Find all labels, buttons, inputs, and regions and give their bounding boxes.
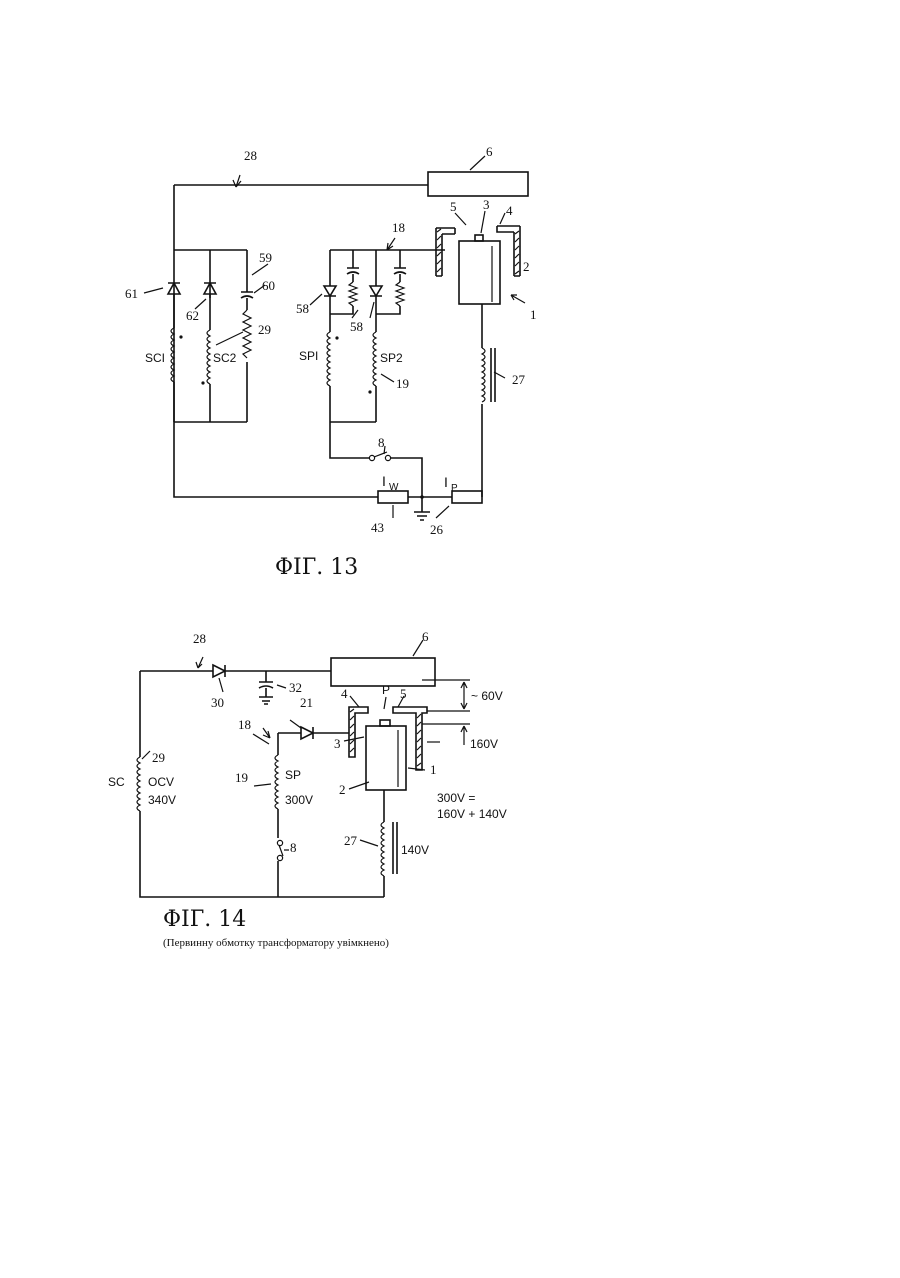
ref-8-fig14: 8 xyxy=(290,840,297,855)
power-source-box-6-fig14 xyxy=(331,658,435,686)
ref-30: 30 xyxy=(211,695,224,710)
figure-14-caption: ΦIГ. 14 xyxy=(163,907,246,932)
label-60v: ~ 60V xyxy=(471,689,503,703)
switch-8-fig14 xyxy=(277,840,282,845)
ref-58b: 58 xyxy=(350,319,363,334)
label-300v: 300V xyxy=(285,793,313,807)
label-iw: I xyxy=(382,473,386,489)
ref-62: 62 xyxy=(186,308,199,323)
ref-2-fig14: 2 xyxy=(339,782,346,797)
label-ip-sub: P xyxy=(451,483,458,494)
coil-sc2 xyxy=(207,330,210,384)
ref-26: 26 xyxy=(430,522,444,537)
label-equation-2: 160V + 140V xyxy=(437,807,507,821)
ref-61: 61 xyxy=(125,286,138,301)
capacitor-32 xyxy=(259,671,273,704)
arrow-28-fig14 xyxy=(196,657,203,668)
figure-13-caption: ΦIГ. 13 xyxy=(275,555,358,580)
label-340v: 340V xyxy=(148,793,176,807)
ref-59: 59 xyxy=(259,250,272,265)
ref-27: 27 xyxy=(512,372,526,387)
label-sc1: SCI xyxy=(145,351,165,365)
capacitor-58a xyxy=(347,250,359,282)
tip-3-fig14 xyxy=(380,720,390,726)
ref-21: 21 xyxy=(300,695,313,710)
figure-14: 28 6 30 32 4 P 5 21 18 3 29 1 19 2 8 27 … xyxy=(108,629,507,949)
label-equation-1: 300V = xyxy=(437,791,475,805)
ref-6-fig14: 6 xyxy=(422,629,429,644)
arrow-18-fig14 xyxy=(263,728,270,738)
coil-sc xyxy=(137,757,140,811)
ref-1: 1 xyxy=(530,307,537,322)
label-sc: SC xyxy=(108,775,125,789)
dim-60v xyxy=(461,682,467,709)
diode-58a xyxy=(324,286,336,296)
switch-8 xyxy=(369,455,374,460)
label-ip: I xyxy=(444,474,448,490)
resistor-59 xyxy=(243,310,251,358)
ref-4: 4 xyxy=(506,203,513,218)
ref-19-fig14: 19 xyxy=(235,770,248,785)
ref-19: 19 xyxy=(396,376,409,391)
capacitor-60 xyxy=(241,292,253,298)
label-sp: SP xyxy=(285,768,301,782)
ref-58a: 58 xyxy=(296,301,309,316)
figure-14-subcaption: (Первинну обмотку трансформатору увімкне… xyxy=(163,937,389,949)
ref-1-fig14: 1 xyxy=(430,762,437,777)
ref-2: 2 xyxy=(523,259,530,274)
coil-sp xyxy=(275,755,278,809)
ref-5: 5 xyxy=(450,199,457,214)
ref-27-fig14: 27 xyxy=(344,833,358,848)
ref-43: 43 xyxy=(371,520,384,535)
ref-3-fig14: 3 xyxy=(334,736,341,751)
label-140v: 140V xyxy=(401,843,429,857)
ref-18: 18 xyxy=(392,220,405,235)
ground-13 xyxy=(414,497,430,520)
inductor-27 xyxy=(482,348,485,402)
label-iw-sub: W xyxy=(389,482,399,493)
bottom-lead-left xyxy=(174,422,378,497)
electrode-2 xyxy=(459,241,500,304)
coil-sp2 xyxy=(373,332,376,386)
label-sp1: SPI xyxy=(299,349,318,363)
label-160v: 160V xyxy=(470,737,498,751)
figure-13: 28 6 18 5 3 4 59 60 61 62 29 2 58 58 1 1… xyxy=(125,144,537,580)
ref-8: 8 xyxy=(378,435,385,450)
ref-29-fig14: 29 xyxy=(152,750,165,765)
power-source-box-6 xyxy=(428,172,528,196)
dim-160v xyxy=(461,726,467,745)
ref-29: 29 xyxy=(258,322,271,337)
nozzle-5-left xyxy=(436,228,455,276)
ref-5-fig14: 5 xyxy=(400,686,407,701)
ref-4-fig14: 4 xyxy=(341,686,348,701)
ref-3: 3 xyxy=(483,197,490,212)
ref-p: P xyxy=(382,683,390,697)
diode-58b xyxy=(370,286,382,296)
label-sp2: SP2 xyxy=(380,351,403,365)
arrow-18 xyxy=(387,238,395,250)
ref-28-fig14: 28 xyxy=(193,631,206,646)
tip-3 xyxy=(475,235,483,241)
label-ocv: OCV xyxy=(148,775,174,789)
ref-60: 60 xyxy=(262,278,275,293)
ref-28: 28 xyxy=(244,148,257,163)
ref-32: 32 xyxy=(289,680,302,695)
electrode-2-fig14 xyxy=(366,726,406,790)
label-sc2: SC2 xyxy=(213,351,237,365)
ref-18-fig14: 18 xyxy=(238,717,251,732)
diode-30 xyxy=(213,665,225,677)
coil-sp1 xyxy=(327,332,330,386)
arrow-1 xyxy=(511,295,525,303)
capacitor-58b xyxy=(394,250,406,282)
ref-6: 6 xyxy=(486,144,493,159)
inductor-27-fig14 xyxy=(381,822,384,876)
